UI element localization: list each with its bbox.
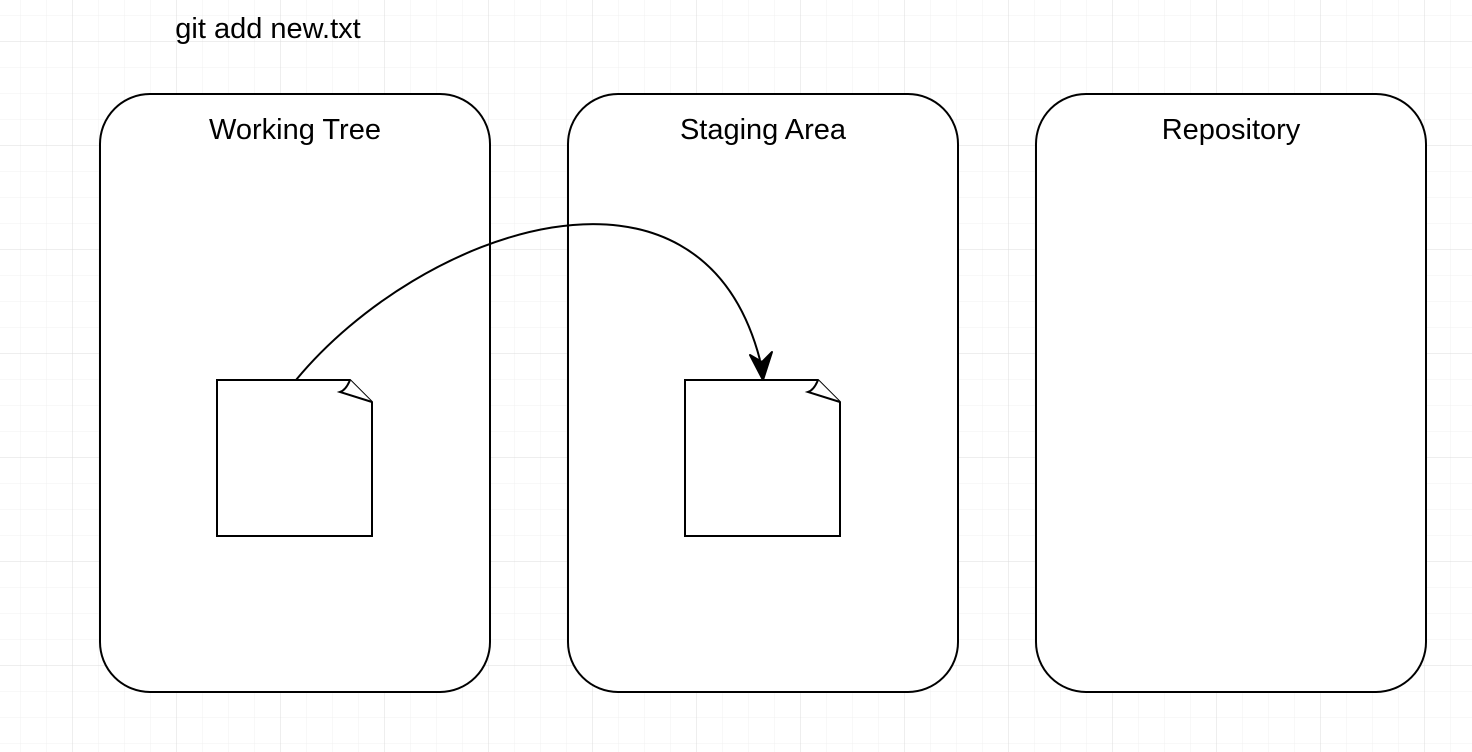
area-title: Repository [1162, 114, 1301, 146]
area-title: Working Tree [209, 114, 381, 146]
file-icon-staging[interactable] [684, 379, 841, 537]
file-icon-working-tree[interactable] [216, 379, 373, 537]
add-arrow [295, 223, 773, 381]
area-title: Staging Area [680, 114, 847, 146]
repository-area[interactable]: Repository [1035, 93, 1427, 693]
command-label: git add new.txt [175, 13, 360, 45]
